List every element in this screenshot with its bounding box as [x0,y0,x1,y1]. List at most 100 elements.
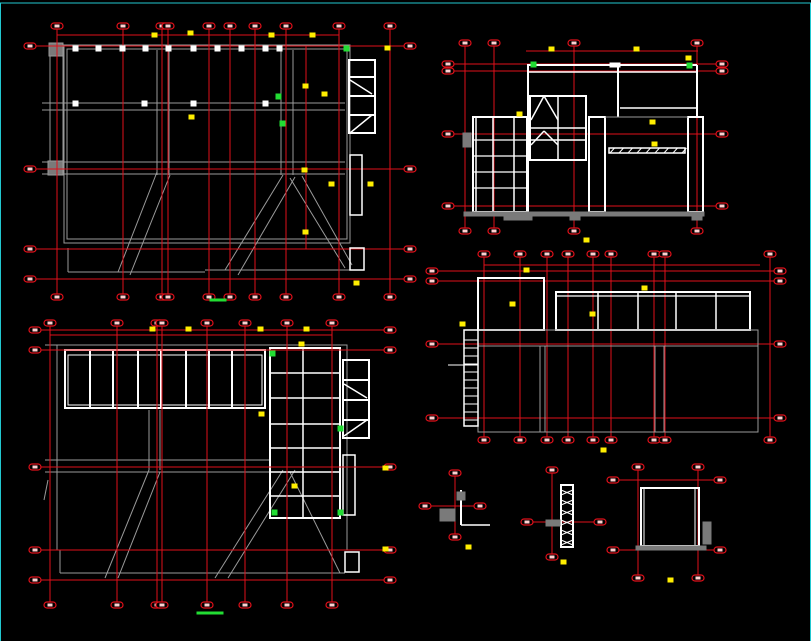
grid-bubble-label [462,41,468,45]
annotation-tag [516,111,523,117]
truss-web [681,147,687,154]
brace-diagonal [224,174,284,271]
annotation-tag [328,181,335,187]
grid-bubble-label [242,603,248,607]
annotation-tag [633,46,640,52]
grid-bubble-label [524,520,530,524]
grid-bubble-label [445,69,451,73]
grid-bubble-label [387,348,393,352]
brace-diagonal [289,177,346,269]
grid-bubble-label [32,578,38,582]
annotation-tag [187,30,194,36]
truss-web [645,147,651,154]
line [560,519,574,526]
column-plate [262,45,269,52]
truss-web [609,147,615,154]
line [343,419,368,437]
column-plate [72,45,79,52]
grid-bubble-label [284,603,290,607]
grid-bubble-label [590,438,596,442]
grid-bubble-label [242,321,248,325]
grid-bubble-label [429,416,435,420]
truss-web [618,147,624,154]
annotation-tag [600,447,607,453]
grid-bubble-label [597,520,603,524]
grid-bubble-label [204,603,210,607]
grid-bubble-label [407,44,413,48]
connection-node [337,509,344,516]
door-frame [342,454,356,516]
line [343,383,368,399]
connection-node [271,509,278,516]
grid-bubble-label [329,321,335,325]
truss-web [627,147,633,154]
door-frame [349,154,363,216]
annotation-tag [301,167,308,173]
grid-bubble-label [32,348,38,352]
view-elevation-lower[interactable] [425,250,787,453]
grid-bubble-label [407,167,413,171]
annotation-tag [589,311,596,317]
rect [691,211,703,221]
grid-bubble-label [387,328,393,332]
column-plate [238,45,245,52]
connection-node [337,425,344,432]
grid-bubble-label [445,62,451,66]
view-details[interactable] [418,463,727,583]
lattice-column [560,484,574,548]
column-plate [276,45,283,52]
grid-bubble-label [491,41,497,45]
grid-bubble-label [481,252,487,256]
column-hatch [48,42,64,57]
grid-bubble-label [387,295,393,299]
brace-diagonal [117,471,161,579]
title-underline [196,611,224,615]
grid-bubble-label [767,252,773,256]
grid-bubble-label [54,24,60,28]
grid-bubble-label [120,24,126,28]
grid-bubble-label [608,438,614,442]
column-hatch [702,521,712,545]
grid-bubble-label [651,438,657,442]
grid-bubble-label [165,295,171,299]
grid-bubble-label [54,295,60,299]
grid-bubble-label [429,279,435,283]
stair-tower [463,329,479,427]
rect [456,491,466,501]
column-plate [141,100,148,107]
cross-brace [543,95,559,121]
door-frame [344,551,360,573]
view-plan-lower[interactable] [28,319,397,615]
grid-bubble-label [477,504,483,508]
grid-bubble-label [635,576,641,580]
grid-bubble-label [284,321,290,325]
grid-bubble-label [777,269,783,273]
grid-bubble-label [120,295,126,299]
rect [569,211,581,221]
annotation-tag [367,181,374,187]
annotation-tag [649,119,656,125]
grid-bubble-label [114,321,120,325]
grid-bubble-label [206,24,212,28]
grid-bubble-label [694,229,700,233]
grid-bubble-label [549,555,555,559]
grid-bubble-label [429,269,435,273]
view-plan-upper[interactable] [23,22,417,302]
column-hatch [47,160,64,176]
view-elevation-upper[interactable] [441,39,729,243]
grid-bubble-label [694,41,700,45]
grid-bubble-label [445,132,451,136]
grid-bubble-label [283,24,289,28]
annotation-tag [298,341,305,347]
annotation-tag [303,326,310,332]
annotation-tag [309,32,316,38]
stair-tower [687,116,704,213]
grid-bubble-label [719,132,725,136]
annotation-tag [302,229,309,235]
annotation-tag [382,546,389,552]
cross-brace [543,130,559,146]
grid-bubble-label [47,321,53,325]
annotation-tag [188,114,195,120]
grid-bubble-label [571,229,577,233]
